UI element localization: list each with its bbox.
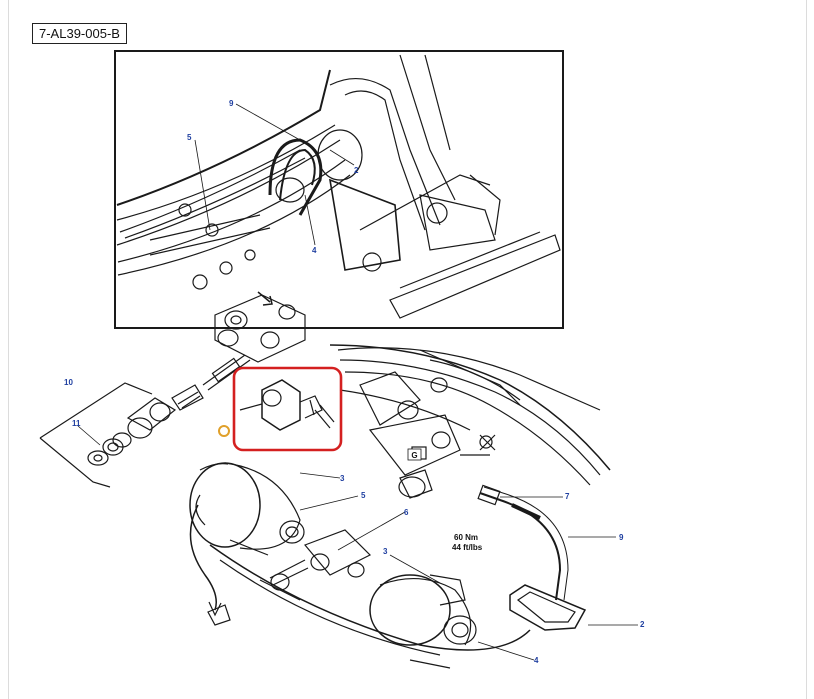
mounting-plate [195, 494, 531, 669]
accumulator-upper [189, 462, 305, 550]
lower-boom [329, 344, 611, 499]
callout-5: 5 [361, 491, 366, 500]
page-border-right [806, 0, 807, 699]
marker-g-label: G [411, 451, 417, 460]
leader-lines [77, 103, 638, 661]
callout-7: 7 [565, 492, 570, 501]
direction-arrow [189, 504, 231, 626]
accumulator-lower [369, 574, 477, 646]
callout-4-top: 4 [312, 246, 317, 255]
callout-9: 9 [619, 533, 624, 542]
callout-3-upper: 3 [340, 474, 345, 483]
page-border-left [8, 0, 9, 699]
torque-imperial: 44 ft/lbs [452, 543, 483, 552]
callout-10: 10 [64, 378, 73, 387]
callout-2-top: 2 [354, 166, 359, 175]
valve-block-top [214, 294, 306, 363]
pin-fitting [202, 354, 251, 391]
highlight-box [232, 366, 343, 452]
callout-11: 11 [72, 419, 81, 428]
callout-6: 6 [404, 508, 409, 517]
inset-frame [114, 50, 564, 329]
callout-9-top: 9 [229, 99, 234, 108]
torque-metric: 60 Nm [454, 533, 478, 542]
hose-9 [477, 484, 569, 601]
callout-10-11-bracket [39, 382, 153, 488]
callout-2: 2 [640, 620, 645, 629]
marker-g [407, 448, 422, 461]
union-fitting [126, 384, 204, 439]
inset-drawing [116, 54, 561, 319]
callout-3-lower: 3 [383, 547, 388, 556]
callout-4: 4 [534, 656, 539, 665]
arrow-inset [257, 291, 271, 303]
check-valve [239, 379, 335, 431]
document-code: 7-AL39-005-B [32, 23, 127, 44]
washer [218, 425, 230, 437]
tee-fitting [259, 529, 372, 601]
o-rings [87, 432, 132, 466]
hose-clip [509, 584, 587, 631]
callout-5-top: 5 [187, 133, 192, 142]
